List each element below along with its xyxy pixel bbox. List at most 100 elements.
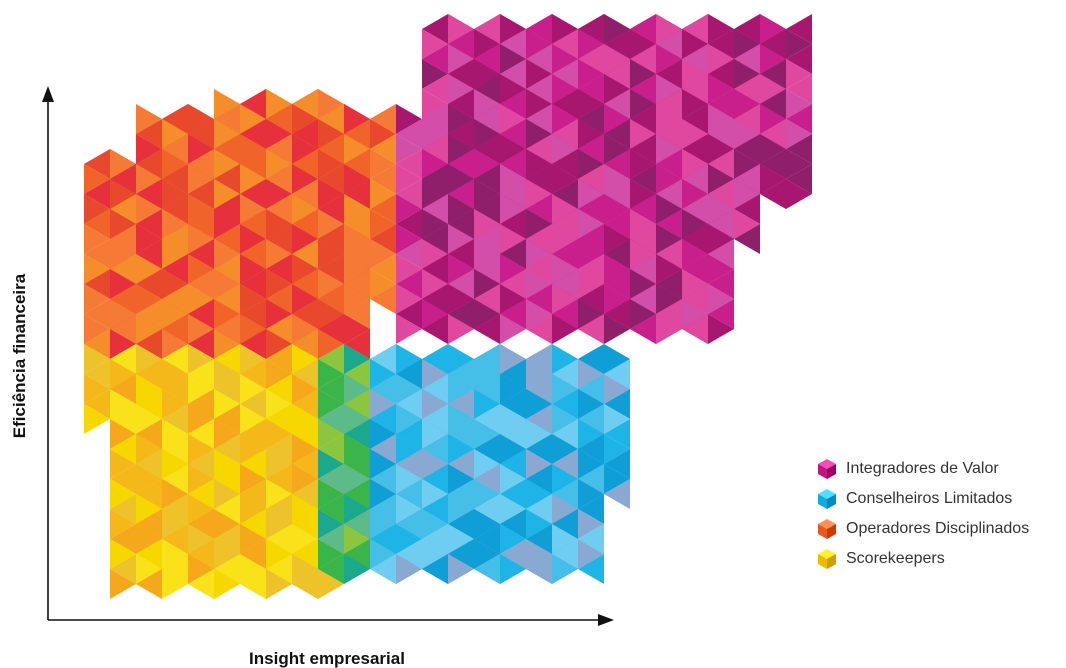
cube-facet bbox=[292, 194, 318, 224]
cube-facet bbox=[240, 149, 266, 179]
cube-facet bbox=[422, 314, 448, 344]
cube-facet bbox=[578, 104, 604, 134]
cube-facet bbox=[370, 104, 396, 134]
cube-facet bbox=[240, 224, 266, 254]
cube-facet bbox=[240, 389, 266, 419]
cube-facet bbox=[188, 434, 214, 464]
cube-facet bbox=[578, 59, 604, 89]
cube-facet bbox=[656, 29, 682, 59]
cube-facet bbox=[500, 464, 526, 494]
cube-facet bbox=[370, 539, 396, 569]
cube-facet bbox=[292, 329, 318, 359]
cube-facet bbox=[214, 479, 240, 509]
cube-facet bbox=[240, 269, 266, 299]
cube-facet bbox=[318, 374, 344, 404]
cube-facet bbox=[526, 434, 552, 464]
cube-clusters bbox=[84, 14, 812, 599]
cube-facet bbox=[578, 149, 604, 179]
cube-facet bbox=[266, 554, 292, 584]
cube-facet bbox=[630, 134, 656, 164]
cube-facet bbox=[162, 179, 188, 209]
cube-facet bbox=[240, 404, 266, 434]
cube-facet bbox=[760, 74, 786, 104]
cube-facet bbox=[422, 299, 448, 329]
cube-facet bbox=[214, 224, 240, 254]
cube-facet bbox=[526, 509, 552, 539]
cube-facet bbox=[396, 299, 422, 329]
cube-facet bbox=[604, 89, 630, 119]
cube-facet bbox=[526, 164, 552, 194]
cube-facet bbox=[318, 224, 344, 254]
cube-facet bbox=[240, 299, 266, 329]
cube-facet bbox=[474, 389, 500, 419]
cube-facet bbox=[370, 254, 396, 284]
cube-facet bbox=[578, 254, 604, 284]
cube-facet bbox=[188, 419, 214, 449]
cube-facet bbox=[422, 209, 448, 239]
cube-facet bbox=[318, 479, 344, 509]
cube-facet bbox=[630, 149, 656, 179]
cube-facet bbox=[110, 359, 136, 389]
cube-facet bbox=[526, 179, 552, 209]
cube-facet bbox=[500, 149, 526, 179]
cube-facet bbox=[292, 224, 318, 254]
cube-facet bbox=[344, 434, 370, 464]
cube-facet bbox=[214, 329, 240, 359]
cube-facet bbox=[500, 239, 526, 269]
cube-facet bbox=[448, 479, 474, 509]
cube-facet bbox=[526, 74, 552, 104]
cube-facet bbox=[266, 179, 292, 209]
cube-facet bbox=[162, 104, 188, 134]
cube-facet bbox=[344, 329, 370, 359]
cube-facet bbox=[526, 299, 552, 329]
cube-facet bbox=[162, 539, 188, 569]
cube-facet bbox=[422, 29, 448, 59]
cube-facet bbox=[344, 209, 370, 239]
cube-facet bbox=[552, 539, 578, 569]
cube-facet bbox=[760, 149, 786, 179]
cube-facet bbox=[552, 89, 578, 119]
cube-facet bbox=[578, 194, 604, 224]
cube-facet bbox=[162, 224, 188, 254]
cube-facet bbox=[266, 104, 292, 134]
cube-facet bbox=[656, 59, 682, 89]
cube-facet bbox=[708, 164, 734, 194]
cube-facet bbox=[292, 464, 318, 494]
cube-facet bbox=[474, 479, 500, 509]
cube-facet bbox=[162, 449, 188, 479]
cube-facet bbox=[422, 269, 448, 299]
cube-facet bbox=[188, 539, 214, 569]
cube-facet bbox=[682, 149, 708, 179]
cube-facet bbox=[370, 449, 396, 479]
cube-facet bbox=[136, 494, 162, 524]
cube-facet bbox=[500, 449, 526, 479]
cube-facet bbox=[578, 224, 604, 254]
cube-facet bbox=[318, 269, 344, 299]
cube-facet bbox=[266, 299, 292, 329]
legend-item: Operadores Disciplinados bbox=[816, 514, 1056, 544]
cube-facet bbox=[552, 389, 578, 419]
cube-facet bbox=[526, 59, 552, 89]
cube-facet bbox=[396, 164, 422, 194]
cube-facet bbox=[214, 359, 240, 389]
cube-facet bbox=[266, 539, 292, 569]
cube-facet bbox=[474, 224, 500, 254]
cube-facet bbox=[500, 269, 526, 299]
cube-facet bbox=[292, 104, 318, 134]
cube-facet bbox=[526, 239, 552, 269]
cube-facet bbox=[240, 464, 266, 494]
cube-facet bbox=[500, 434, 526, 464]
cube-facet bbox=[682, 299, 708, 329]
cube-facet bbox=[110, 254, 136, 284]
cube-facet bbox=[604, 404, 630, 434]
cube-facet bbox=[448, 389, 474, 419]
cube-facet bbox=[708, 239, 734, 269]
cube-facet bbox=[682, 314, 708, 344]
cube-facet bbox=[214, 539, 240, 569]
cube-facet bbox=[552, 554, 578, 584]
cube-facet bbox=[474, 149, 500, 179]
cube-facet bbox=[344, 254, 370, 284]
cube-facet bbox=[136, 404, 162, 434]
cube-facet bbox=[630, 299, 656, 329]
cube-facet bbox=[344, 419, 370, 449]
